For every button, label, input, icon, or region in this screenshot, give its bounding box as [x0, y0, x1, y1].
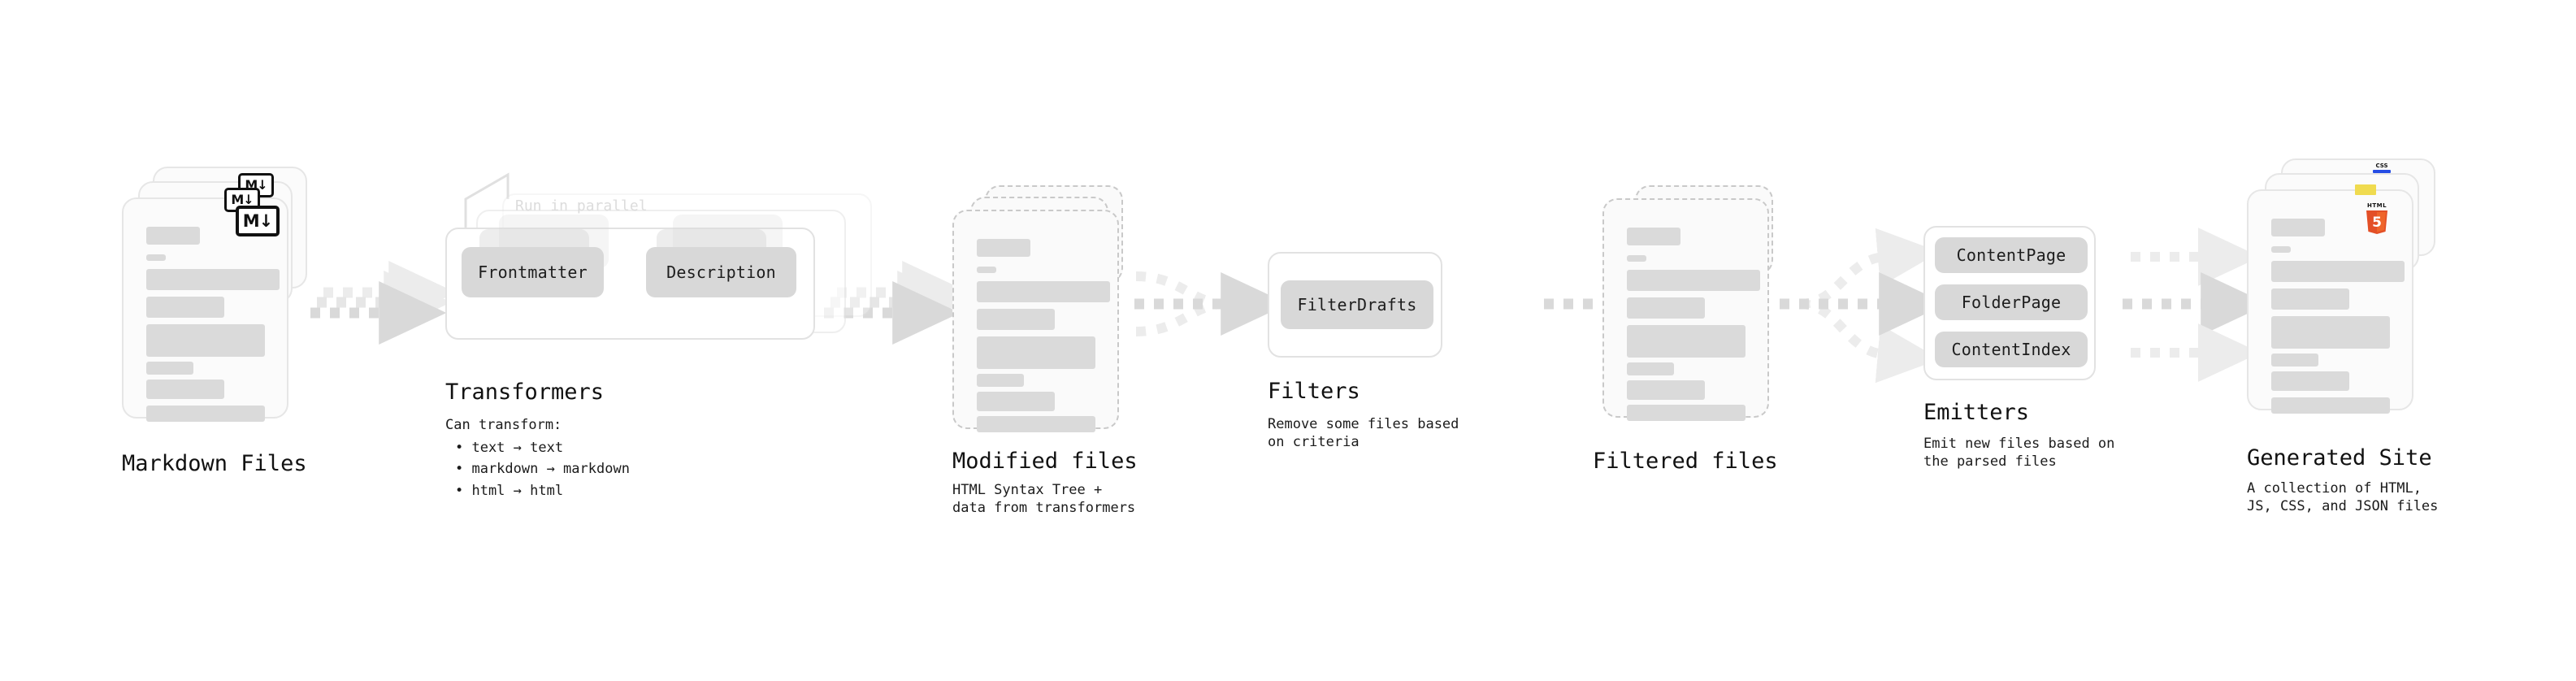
html5-logo-digit: 5	[2372, 215, 2382, 231]
filtered-files-title: Filtered files	[1593, 449, 1778, 474]
html5-logo-wordmark: HTML	[2367, 202, 2387, 209]
transformers-title: Transformers	[445, 380, 605, 405]
generated-site-title: Generated Site	[2247, 445, 2432, 471]
arrow-emitters-to-site	[2123, 228, 2269, 382]
transformers-subtitle: Can transform:	[445, 417, 562, 433]
filters-subtitle: Remove some files based on criteria	[1268, 416, 1459, 451]
site-card-html	[2247, 189, 2413, 414]
css3-logo-wordmark: CSS	[2375, 163, 2388, 169]
transformer-chip-frontmatter[interactable]: Frontmatter	[462, 247, 604, 297]
javascript-logo	[2355, 184, 2376, 195]
filters-panel: FilterDrafts	[1268, 252, 1442, 358]
html5-logo-shield: HTML 5	[2366, 202, 2387, 234]
emitters-chip-contentpage[interactable]: ContentPage	[1935, 237, 2088, 273]
stage-filtered-files	[1602, 185, 1798, 453]
modified-card-front	[952, 210, 1119, 432]
css3-logo: CSS	[2373, 163, 2391, 173]
transformer-panel-front: Frontmatter Description	[445, 215, 815, 340]
markdown-files-title: Markdown Files	[122, 451, 307, 476]
run-in-parallel-note: Run in parallel	[515, 197, 648, 215]
stage-generated-site: CSS HTML 5	[2247, 158, 2450, 435]
arrow-modified-to-filters	[1134, 271, 1289, 336]
html5-logo: HTML 5	[2363, 201, 2391, 234]
filters-title: Filters	[1268, 379, 1360, 404]
modified-files-subtitle: HTML Syntax Tree + data from transformer…	[952, 482, 1136, 517]
filters-chip-filterdrafts[interactable]: FilterDrafts	[1281, 280, 1433, 329]
emitters-panel: ContentPage FolderPage ContentIndex	[1923, 226, 2096, 380]
transformers-bullet-0: • text → text	[455, 440, 564, 456]
stage-modified-files	[952, 185, 1147, 453]
filtered-card-front	[1602, 198, 1769, 421]
emitters-title: Emitters	[1923, 400, 2030, 425]
emitters-subtitle: Emit new files based on the parsed files	[1923, 436, 2115, 471]
markdown-logo: M↓	[236, 206, 280, 236]
stage-markdown-files: M↓ M↓ M↓	[122, 167, 317, 435]
transformers-bullet-2: • html → html	[455, 482, 564, 499]
arrow-markdown-to-transformers	[310, 261, 457, 345]
emitters-chip-contentindex[interactable]: ContentIndex	[1935, 332, 2088, 367]
transformers-bullet-1: • markdown → markdown	[455, 461, 630, 478]
transformer-chip-description[interactable]: Description	[646, 247, 796, 297]
transformers-bullets: • text → text • markdown → markdown • ht…	[455, 437, 630, 501]
generated-site-subtitle: A collection of HTML, JS, CSS, and JSON …	[2247, 480, 2439, 515]
emitters-chip-folderpage[interactable]: FolderPage	[1935, 284, 2088, 320]
modified-files-title: Modified files	[952, 449, 1138, 474]
